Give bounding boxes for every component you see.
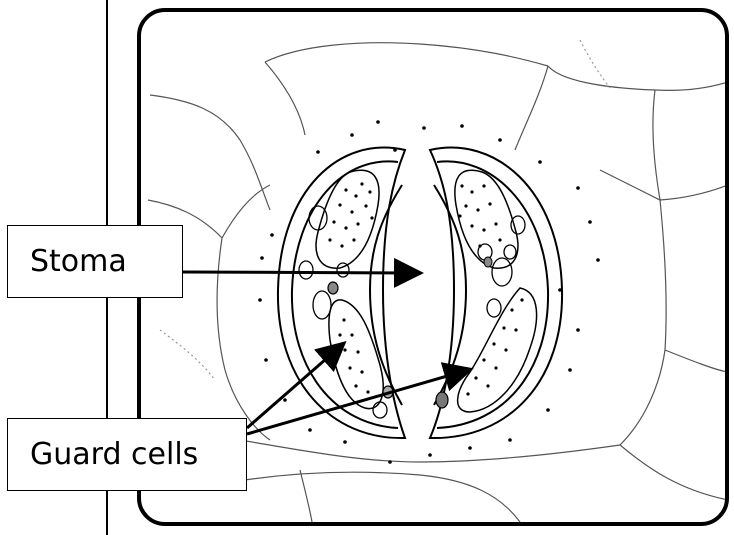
guard-cell-arrow-left bbox=[247, 345, 342, 428]
stoma-label-box: Stoma bbox=[7, 225, 183, 298]
stoma-arrow bbox=[183, 272, 418, 273]
pointer-arrows bbox=[183, 272, 468, 434]
guard-cells-label: Guard cells bbox=[30, 437, 198, 472]
guard-cells-drawing bbox=[278, 148, 562, 438]
stoma-label: Stoma bbox=[30, 244, 127, 279]
guard-cells-label-box: Guard cells bbox=[7, 418, 247, 491]
